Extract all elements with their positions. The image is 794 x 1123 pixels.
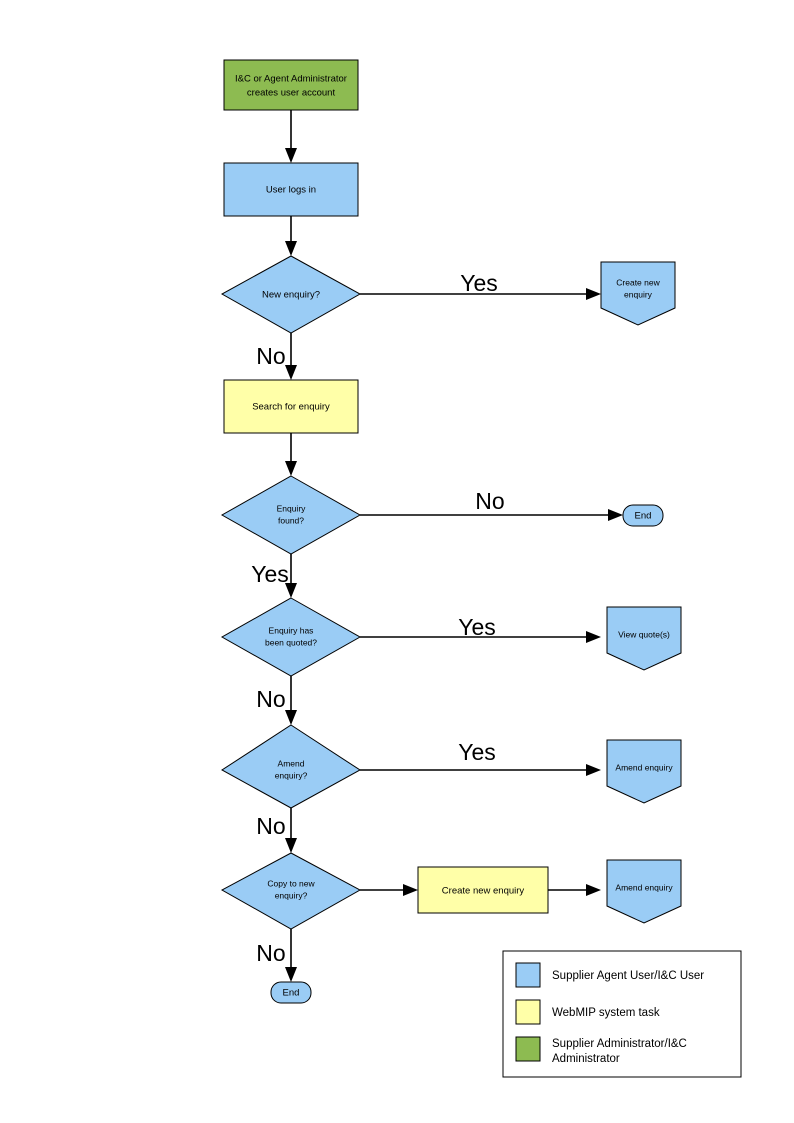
enquiry-quoted-decision-label-line2: been quoted? <box>265 637 317 647</box>
arrowhead-login-to-newenquiry <box>285 241 297 256</box>
arrowhead-copy-yes <box>403 884 418 896</box>
amend-enquiry-decision-shape[interactable] <box>221 724 361 809</box>
enquiry-found-decision-shape[interactable] <box>220 475 362 555</box>
amend-enquiry-decision-label-line1: Amend <box>278 758 305 768</box>
amend-enquiry-decision-label-line2: enquiry? <box>275 770 308 780</box>
legend-swatch-blue <box>515 962 541 988</box>
node-view-quotes[interactable]: View quote(s) <box>606 606 682 671</box>
amend-enquiry-action-label: Amend enquiry <box>615 762 673 772</box>
create-new-enquiry-top-shape[interactable] <box>600 261 676 326</box>
node-amend-enquiry-action-2[interactable]: Amend enquiry <box>606 859 682 924</box>
edge-label-quoted-yes: Yes <box>458 614 496 640</box>
arrowhead-newenquiry-no <box>285 365 297 380</box>
arrowhead-found-yes <box>285 583 297 598</box>
enquiry-found-decision-label-line2: found? <box>278 515 304 525</box>
arrowhead-amend-no <box>285 838 297 853</box>
amend-enquiry-action-2-label: Amend enquiry <box>615 882 673 892</box>
connectors <box>285 110 623 982</box>
enquiry-quoted-decision-shape[interactable] <box>220 597 362 677</box>
node-user-logs-in[interactable]: User logs in <box>223 162 359 217</box>
node-copy-to-new-enquiry-decision[interactable]: Copy to new enquiry? <box>220 852 362 930</box>
node-create-new-enquiry-bottom[interactable]: Create new enquiry <box>417 866 549 914</box>
search-for-enquiry-shape[interactable] <box>223 379 359 434</box>
copy-to-new-enquiry-decision-shape[interactable] <box>220 852 362 930</box>
admin-creates-account-label-line1: I&C or Agent Administrator <box>235 74 347 85</box>
legend-swatch-yellow <box>515 999 541 1025</box>
legend: Supplier Agent User/I&C User WebMIP syst… <box>502 950 742 1078</box>
node-amend-enquiry-decision[interactable]: Amend enquiry? <box>221 724 361 809</box>
edge-labels: Yes No No Yes Yes No Yes No No <box>251 270 504 966</box>
legend-item-supplier-agent-user: Supplier Agent User/I&C User <box>515 962 704 988</box>
node-amend-enquiry-action[interactable]: Amend enquiry <box>606 739 682 804</box>
arrowhead-admin-to-login <box>285 148 297 163</box>
admin-creates-account-shape[interactable] <box>223 59 359 111</box>
edge-label-new-enquiry-yes: Yes <box>460 270 498 296</box>
node-create-new-enquiry-top[interactable]: Create new enquiry <box>600 261 676 326</box>
create-new-enquiry-top-label-line1: Create new <box>616 277 660 287</box>
edge-label-copy-no: No <box>256 940 285 966</box>
edge-label-new-enquiry-no: No <box>256 343 285 369</box>
create-new-enquiry-bottom-shape[interactable] <box>417 866 549 914</box>
edge-label-amend-no: No <box>256 813 285 839</box>
edge-label-quoted-no: No <box>256 686 285 712</box>
edge-label-amend-yes: Yes <box>458 739 496 765</box>
new-enquiry-decision-shape[interactable] <box>220 255 362 334</box>
arrowhead-copy-no <box>285 967 297 982</box>
create-new-enquiry-bottom-label: Create new enquiry <box>442 886 525 897</box>
new-enquiry-decision-label: New enquiry? <box>262 290 320 301</box>
view-quotes-label: View quote(s) <box>618 629 670 639</box>
legend-border <box>502 950 742 1078</box>
node-end-terminal-found[interactable]: End <box>622 504 664 527</box>
amend-enquiry-action-2-shape[interactable] <box>606 859 682 924</box>
enquiry-quoted-decision-label-line1: Enquiry has <box>269 625 314 635</box>
copy-to-new-enquiry-decision-label-line1: Copy to new <box>267 878 315 888</box>
user-logs-in-shape[interactable] <box>223 162 359 217</box>
create-new-enquiry-top-label-line2: enquiry <box>624 289 653 299</box>
legend-swatch-green <box>515 1036 541 1062</box>
amend-enquiry-action-shape[interactable] <box>606 739 682 804</box>
arrowhead-createnew-to-amend <box>586 884 601 896</box>
legend-item-webmip-system-task: WebMIP system task <box>515 999 660 1025</box>
legend-label-supplier-agent-user: Supplier Agent User/I&C User <box>552 970 704 982</box>
node-new-enquiry-decision[interactable]: New enquiry? <box>220 255 362 334</box>
node-search-for-enquiry[interactable]: Search for enquiry <box>223 379 359 434</box>
arrowhead-search-to-found <box>285 461 297 476</box>
node-enquiry-quoted-decision[interactable]: Enquiry has been quoted? <box>220 597 362 677</box>
copy-to-new-enquiry-decision-label-line2: enquiry? <box>275 890 308 900</box>
legend-label-supplier-administrator-line1: Supplier Administrator/I&C <box>552 1038 687 1050</box>
admin-creates-account-label-line2: creates user account <box>247 88 336 99</box>
node-enquiry-found-decision[interactable]: Enquiry found? <box>220 475 362 555</box>
view-quotes-shape[interactable] <box>606 606 682 671</box>
end-terminal-found-shape[interactable] <box>622 504 664 527</box>
end-terminal-found-label: End <box>635 511 652 522</box>
edge-label-enquiry-found-yes: Yes <box>251 561 289 587</box>
legend-item-supplier-administrator: Supplier Administrator/I&C Administrator <box>515 1036 687 1065</box>
user-logs-in-label: User logs in <box>266 185 316 196</box>
node-end-terminal-final[interactable]: End <box>270 981 312 1004</box>
edge-label-enquiry-found-no: No <box>475 488 504 514</box>
end-terminal-final-label: End <box>283 988 300 999</box>
arrowhead-newenquiry-yes <box>586 288 601 300</box>
node-admin-creates-account[interactable]: I&C or Agent Administrator creates user … <box>223 59 359 111</box>
legend-label-webmip-system-task: WebMIP system task <box>552 1007 660 1019</box>
arrowhead-found-no <box>608 509 623 521</box>
end-terminal-final-shape[interactable] <box>270 981 312 1004</box>
arrowhead-quoted-yes <box>586 631 601 643</box>
legend-label-supplier-administrator-line2: Administrator <box>552 1053 620 1065</box>
arrowhead-quoted-no <box>285 710 297 725</box>
search-for-enquiry-label: Search for enquiry <box>252 402 330 413</box>
arrowhead-amend-yes <box>586 764 601 776</box>
enquiry-found-decision-label-line1: Enquiry <box>277 503 307 513</box>
